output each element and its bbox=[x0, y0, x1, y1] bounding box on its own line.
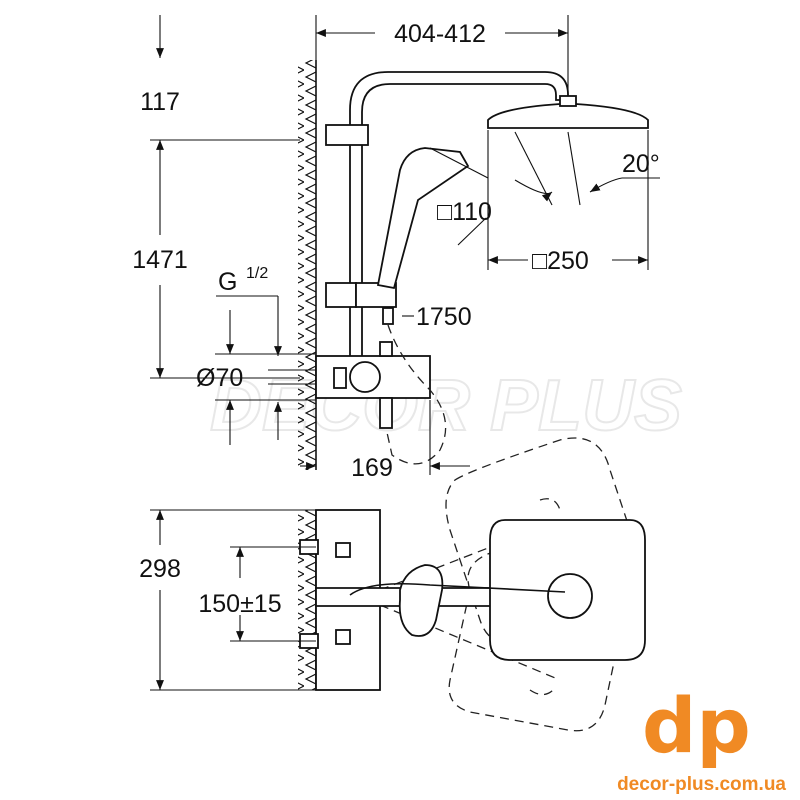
logo-mark: dp bbox=[642, 681, 751, 770]
dimension-connection bbox=[215, 295, 316, 445]
dim-projection: 169 bbox=[351, 454, 393, 482]
dim-hand-shower: □110 bbox=[437, 198, 492, 226]
shower-top-view bbox=[299, 437, 646, 732]
dim-column-height: 1471 bbox=[132, 246, 188, 274]
dim-diameter: Ø70 bbox=[196, 364, 243, 392]
dim-thread-fraction: 1/2 bbox=[246, 265, 268, 282]
dimension-heights bbox=[150, 15, 300, 379]
dim-centers: 150±15 bbox=[198, 590, 281, 618]
dimension-arm-width bbox=[315, 15, 569, 95]
dimension-top-view bbox=[150, 509, 316, 691]
shower-column-front bbox=[315, 71, 649, 465]
logo: dp decor-plus.com.ua bbox=[617, 681, 786, 795]
wall-front-view bbox=[298, 60, 317, 470]
dim-thread: G bbox=[218, 268, 237, 296]
dim-arm-width: 404-412 bbox=[394, 20, 486, 48]
dim-top-offset: 117 bbox=[140, 88, 180, 116]
watermark: DECOR PLUS bbox=[210, 366, 682, 446]
dim-top-view-height: 298 bbox=[139, 555, 181, 583]
dim-head-shower: □250 bbox=[532, 247, 589, 275]
dimension-head bbox=[300, 130, 660, 475]
dim-hose-length: 1750 bbox=[416, 303, 472, 331]
dim-angle: 20° bbox=[622, 150, 660, 178]
logo-url: decor-plus.com.ua bbox=[617, 774, 786, 795]
wall-top-view bbox=[298, 510, 317, 690]
